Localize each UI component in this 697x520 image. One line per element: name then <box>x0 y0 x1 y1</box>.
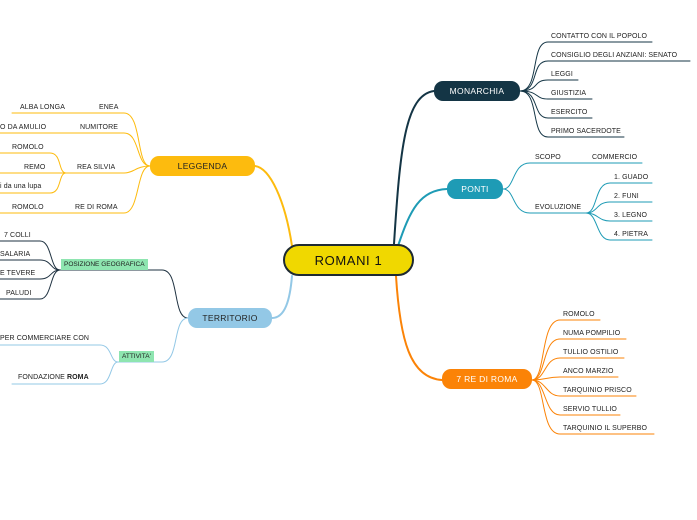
monarchia-item[interactable]: CONSIGLIO DEGLI ANZIANI: SENATO <box>551 52 678 59</box>
leggenda-enea[interactable]: ENEA <box>99 104 119 111</box>
re-item[interactable]: TARQUINIO IL SUPERBO <box>563 425 648 432</box>
leggenda-numitore[interactable]: NUMITORE <box>80 124 119 131</box>
territorio-pos-item[interactable]: E TEVERE <box>0 270 36 277</box>
ponti-scopo[interactable]: SCOPO <box>535 154 561 161</box>
monarchia-item[interactable]: PRIMO SACERDOTE <box>551 128 621 135</box>
re-item[interactable]: ROMOLO <box>563 311 595 318</box>
leggenda-remo[interactable]: REMO <box>24 164 46 171</box>
monarchia-sub-branches <box>519 41 691 138</box>
ponti-commercio[interactable]: COMMERCIO <box>592 154 638 161</box>
topic-monarchia[interactable]: MONARCHIA <box>434 81 520 101</box>
monarchia-item[interactable]: ESERCITO <box>551 109 588 116</box>
territorio-commerciare[interactable]: PER COMMERCIARE CON <box>0 335 90 342</box>
ponti-step[interactable]: 4. PIETRA <box>614 231 648 238</box>
ponti-step[interactable]: 1. GUADO <box>614 174 649 181</box>
monarchia-item[interactable]: LEGGI <box>551 71 573 78</box>
ponti-evoluzione[interactable]: EVOLUZIONE <box>535 204 582 211</box>
territorio-pos-item[interactable]: PALUDI <box>6 290 32 297</box>
leggenda-sub-branches <box>0 112 151 214</box>
leggenda-amulio[interactable]: O DA AMULIO <box>0 124 47 131</box>
re-item[interactable]: NUMA POMPILIO <box>563 330 621 337</box>
fondazione-text: FONDAZIONE <box>18 374 65 381</box>
branch-leggenda <box>254 165 293 247</box>
re-item[interactable]: TARQUINIO PRISCO <box>563 387 632 394</box>
re-sub-branches <box>531 319 655 435</box>
branch-ponti <box>397 188 448 247</box>
leggenda-rea-silvia[interactable]: REA SILVIA <box>77 164 116 171</box>
leggenda-re-di-roma[interactable]: RE DI ROMA <box>75 204 118 211</box>
fondazione-roma: ROMA <box>66 374 89 381</box>
territorio-fondazione[interactable]: FONDAZIONE ROMA <box>18 373 89 382</box>
topic-leggenda[interactable]: LEGGENDA <box>150 156 255 176</box>
re-item[interactable]: SERVIO TULLIO <box>563 406 617 413</box>
topic-re-di-roma[interactable]: 7 RE DI ROMA <box>442 369 532 389</box>
topic-ponti[interactable]: PONTI <box>447 179 503 199</box>
branch-territorio <box>271 275 293 319</box>
re-item[interactable]: ANCO MARZIO <box>563 368 614 375</box>
ponti-sub-branches <box>502 162 653 241</box>
central-topic[interactable]: ROMANI 1 <box>283 244 414 276</box>
leggenda-romolo[interactable]: ROMOLO <box>12 144 44 151</box>
territorio-pos-item[interactable]: SALARIA <box>0 251 31 258</box>
branch-re <box>395 275 443 381</box>
tag-posizione-geografica[interactable]: POSIZIONE GEOGRAFICA <box>61 259 148 270</box>
leggenda-lupa[interactable]: i da una lupa <box>0 183 42 190</box>
territorio-pos-item[interactable]: 7 COLLI <box>4 232 31 239</box>
territorio-sub-branches <box>0 240 189 385</box>
topic-territorio[interactable]: TERRITORIO <box>188 308 272 328</box>
re-item[interactable]: TULLIO OSTILIO <box>563 349 619 356</box>
monarchia-item[interactable]: CONTATTO CON IL POPOLO <box>551 33 648 40</box>
tag-attivita[interactable]: ATTIVITA' <box>119 351 154 362</box>
ponti-step[interactable]: 2. FUNI <box>614 193 639 200</box>
branch-monarchia <box>393 90 435 245</box>
monarchia-item[interactable]: GIUSTIZIA <box>551 90 587 97</box>
leggenda-romolo-re[interactable]: ROMOLO <box>12 204 44 211</box>
leggenda-alba-longa[interactable]: ALBA LONGA <box>20 104 65 111</box>
ponti-step[interactable]: 3. LEGNO <box>614 212 648 219</box>
